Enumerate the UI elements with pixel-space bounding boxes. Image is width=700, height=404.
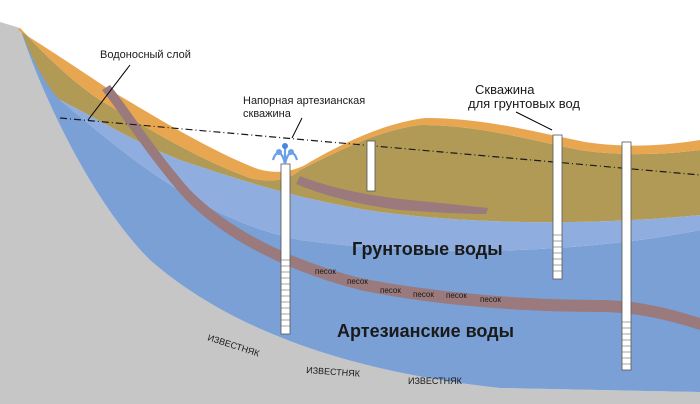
sand-label: песок — [380, 286, 401, 295]
limestone-label: ИЗВЕСТНЯК — [408, 376, 463, 386]
limestone-layer — [0, 22, 700, 404]
groundwater-well-leader — [515, 111, 553, 131]
shallow-well — [366, 140, 376, 192]
artesian-leader — [291, 117, 303, 139]
groundwater-well — [552, 134, 563, 280]
aquifer-leader — [87, 64, 131, 121]
artesian-well — [271, 143, 299, 335]
artesian-well-label-line2: скважина — [243, 108, 292, 120]
sand-label: песок — [413, 290, 434, 299]
aquifer-label: Водоносный слой — [100, 49, 191, 61]
sand-band — [102, 85, 700, 330]
limestone-label: ИЗВЕСТНЯК — [306, 365, 361, 379]
groundwater-well-screen — [553, 234, 562, 272]
groundwater-well-label-line2: для грунтовых вод — [468, 96, 580, 111]
groundwater-title: Грунтовые воды — [352, 239, 503, 259]
sand-label: песок — [446, 291, 467, 300]
deep-well — [621, 141, 632, 371]
deep-well-screen — [622, 321, 631, 365]
sand-lens — [296, 176, 488, 214]
artesian-well-label-line1: Напорная артезианская — [243, 95, 365, 107]
artesian-water-title: Артезианские воды — [337, 321, 514, 341]
sand-label: песок — [480, 295, 501, 304]
groundwater-layer — [60, 100, 700, 251]
sand-label: песок — [315, 267, 336, 276]
sand-label: песок — [347, 277, 368, 286]
topsoil-layer — [18, 28, 700, 181]
artesian-well-screen — [281, 259, 290, 327]
groundwater-well-label-line1: Скважина — [475, 82, 535, 97]
water-table-line — [59, 117, 700, 176]
soil-layer — [20, 28, 700, 223]
